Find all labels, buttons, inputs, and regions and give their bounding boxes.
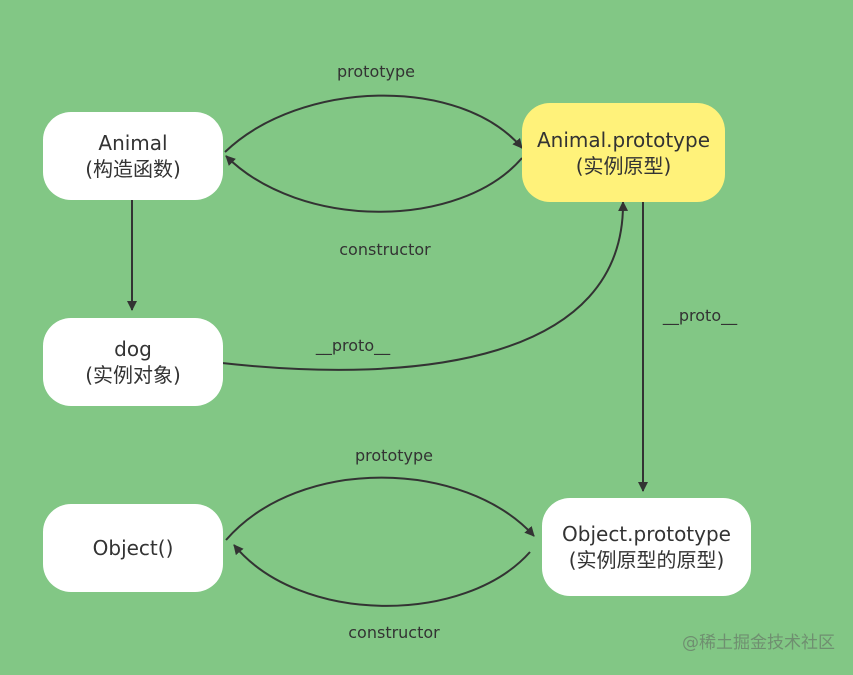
animal-prototype-proto-edge-label: __proto__ — [662, 306, 738, 325]
animal-subtitle: (构造函数) — [85, 157, 181, 181]
animal-constructor-edge-label: constructor — [339, 240, 431, 259]
animal-constructor-node: Animal (构造函数) — [43, 112, 223, 200]
animal-prototype-subtitle: (实例原型) — [575, 153, 672, 178]
animal-prototype-title: Animal.prototype — [536, 127, 711, 152]
arrow-object-prototype-to-object-constructor — [233, 544, 531, 607]
object-prototype-node: Object.prototype (实例原型的原型) — [542, 498, 751, 596]
arrow-dog-to-animal-prototype — [221, 201, 629, 371]
dog-instance-node: dog (实例对象) — [43, 318, 223, 406]
arrow-animal-to-prototype — [224, 94, 523, 153]
object-title: Object() — [92, 536, 174, 560]
object-constructor-edge-label: constructor — [348, 623, 440, 642]
object-prototype-subtitle: (实例原型的原型) — [568, 548, 725, 572]
watermark: @稀土掘金技术社区 — [682, 633, 835, 653]
object-prototype-title: Object.prototype — [562, 522, 731, 546]
object-prototype-edge-label: prototype — [355, 446, 433, 465]
arrow-object-to-object-prototype — [225, 476, 535, 541]
animal-title: Animal — [98, 131, 168, 155]
arrow-prototype-to-animal-constructor — [225, 155, 523, 213]
object-constructor-node: Object() — [43, 504, 223, 592]
dog-title: dog — [114, 337, 152, 361]
animal-prototype-node: Animal.prototype (实例原型) — [522, 103, 725, 202]
animal-prototype-edge-label: prototype — [337, 62, 415, 81]
dog-proto-edge-label: __proto__ — [315, 336, 391, 355]
dog-subtitle: (实例对象) — [85, 363, 181, 387]
